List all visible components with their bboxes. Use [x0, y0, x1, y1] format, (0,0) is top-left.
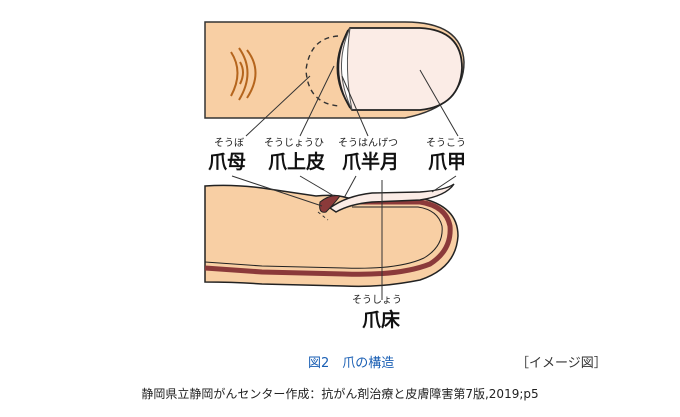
- lunula-top: [341, 27, 353, 111]
- term-soukou: 爪甲: [428, 151, 466, 173]
- top-leader-lines: [245, 65, 459, 137]
- ruby-souho: そうぼ: [214, 137, 244, 149]
- source-citation: 静岡県立静岡がんセンター作成：抗がん剤治療と皮膚障害第7版,2019;p5: [141, 387, 539, 401]
- fingerprint-icon: [230, 47, 257, 101]
- nail-bed-band: [204, 199, 453, 277]
- nail-plate-side: [328, 183, 455, 213]
- label-nail-plate: そうこう 爪甲: [426, 137, 466, 173]
- label-hyponychium: そうぼ 爪母: [208, 137, 246, 173]
- finger-top-view: [204, 21, 465, 119]
- nail-plate-top: [336, 27, 463, 111]
- ruby-soujouhi: そうじょうひ: [264, 137, 324, 149]
- label-eponychium: そうじょうひ 爪上皮: [264, 137, 325, 173]
- matrix-fold: [319, 195, 341, 213]
- term-souho: 爪母: [208, 151, 246, 173]
- figure-caption: 図2 爪の構造: [308, 356, 395, 371]
- image-note: ［イメージ図］: [516, 356, 607, 371]
- nail-bed-inner-line: [204, 206, 443, 269]
- finger-side-view: [204, 183, 459, 288]
- eponychium-curve: [337, 29, 351, 109]
- label-nail-bed: そうしょう 爪床: [352, 294, 402, 331]
- finger-side-skin: [204, 184, 459, 288]
- side-leader-lines: [231, 175, 457, 300]
- term-soushou: 爪床: [362, 308, 400, 331]
- ruby-soukou: そうこう: [426, 137, 466, 149]
- ruby-souhangetsu: そうはんげつ: [338, 137, 398, 149]
- term-soujouhi: 爪上皮: [268, 150, 325, 173]
- label-lunula: そうはんげつ 爪半月: [338, 137, 399, 173]
- term-souhangetsu: 爪半月: [342, 150, 399, 173]
- ruby-soushou: そうしょう: [352, 294, 402, 306]
